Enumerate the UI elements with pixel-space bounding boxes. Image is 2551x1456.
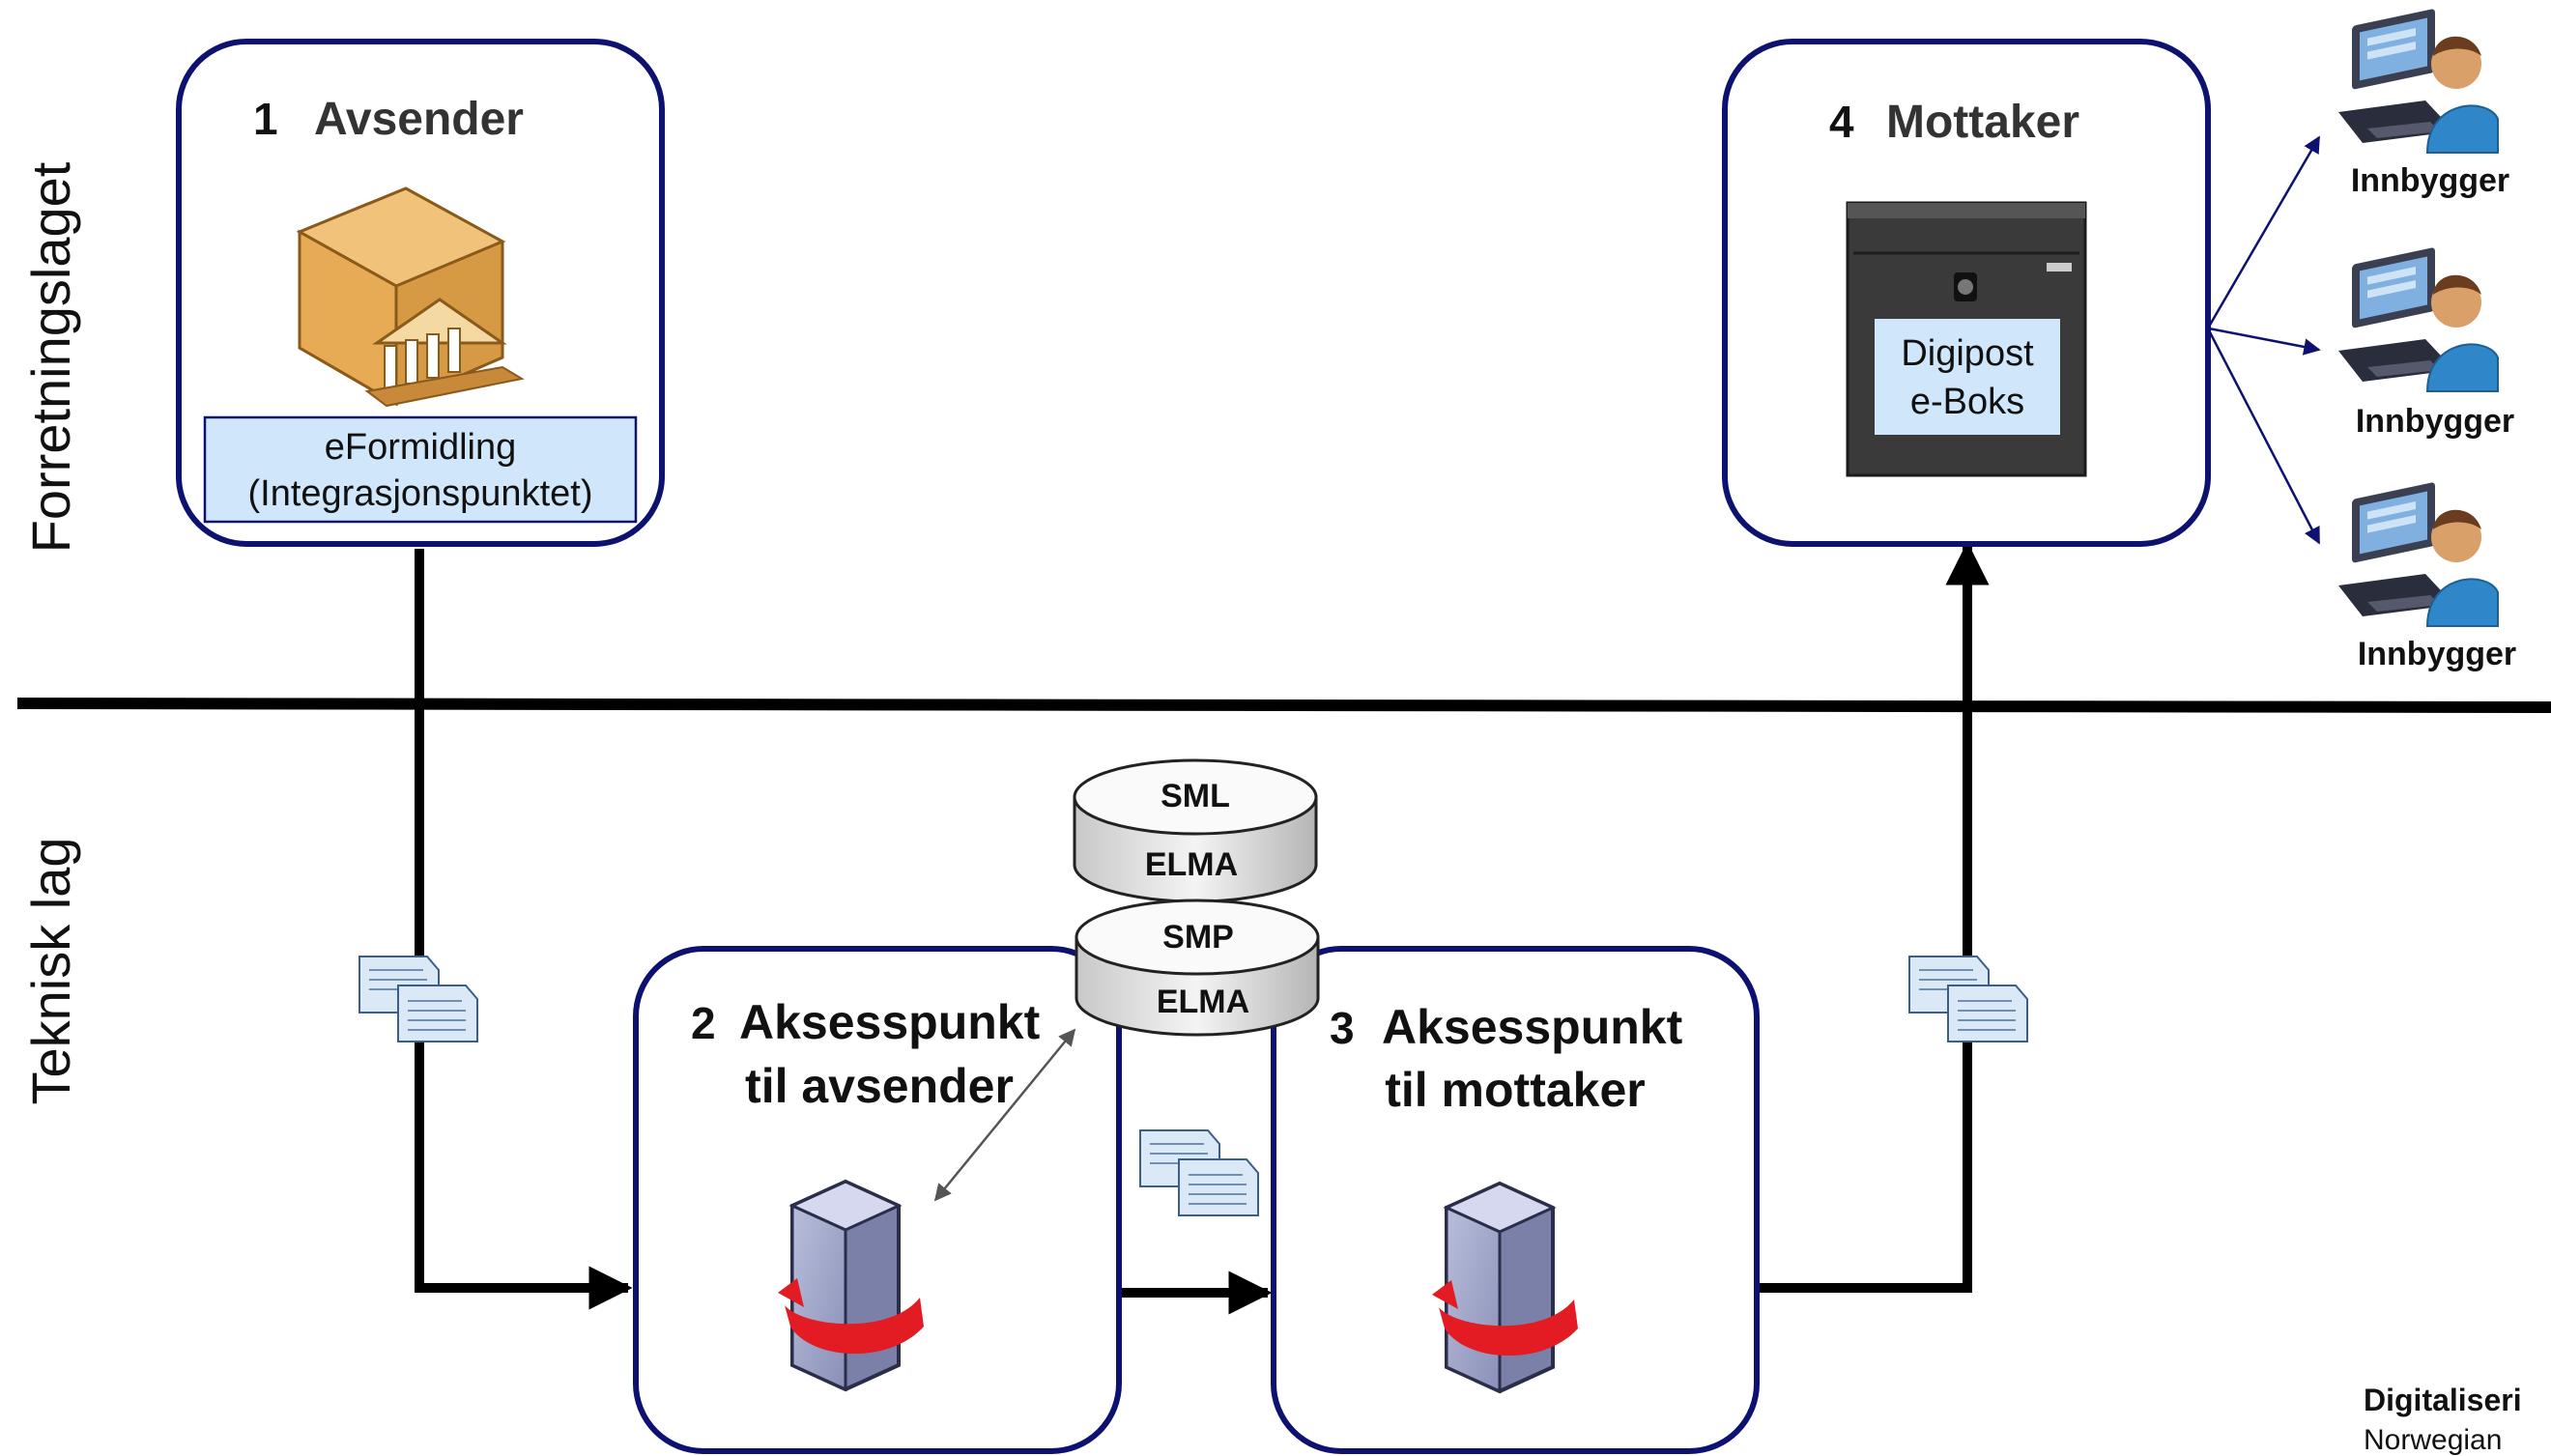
ap-sender-title: Aksesspunkt — [739, 995, 1041, 1049]
citizen-computer-icon — [2337, 245, 2499, 392]
arrow-to-citizen-1 — [2207, 135, 2321, 328]
smp-elma-label: ELMA — [1157, 984, 1249, 1020]
ap-receiver-subtitle: til mottaker — [1385, 1063, 1646, 1117]
message-documents-icon — [1139, 1129, 1259, 1216]
arrow-to-citizen-2 — [2208, 327, 2321, 356]
sml-label: SML — [1161, 778, 1230, 814]
layer-divider — [16, 698, 2551, 713]
integration-point-label: eFormidling — [325, 427, 517, 468]
ap-sender-subtitle: til avsender — [745, 1059, 1014, 1113]
citizen-label: Innbygger — [2358, 636, 2516, 672]
sml-elma-label: ELMA — [1145, 846, 1238, 883]
ap-sender-number: 2 — [691, 998, 716, 1048]
citizen-computer-icon — [2337, 480, 2499, 627]
mailbox-provider-1: Digipost — [1901, 333, 2034, 374]
sender-title: Avsender — [314, 94, 524, 145]
integration-point-box — [203, 415, 638, 524]
flow-ap3-to-receiver — [1755, 541, 1990, 1293]
lookup-arrow — [933, 1028, 1076, 1202]
sender-number: 1 — [253, 94, 278, 144]
layer-label-technical: Teknisk lag — [20, 837, 81, 1104]
message-documents-icon — [358, 956, 478, 1042]
sml-database — [1073, 758, 1318, 903]
mailbox-provider-2: e-Boks — [1910, 382, 2024, 422]
footer-logo-line2: Norwegian — [2364, 1424, 2502, 1456]
citizen-label: Innbygger — [2356, 403, 2514, 440]
citizen-label: Innbygger — [2351, 162, 2509, 199]
integration-point-sublabel: (Integrasjonspunktet) — [248, 473, 593, 514]
arrow-to-citizen-3 — [2207, 329, 2321, 545]
receiver-title: Mottaker — [1886, 97, 2079, 148]
ap-receiver-title: Aksesspunkt — [1382, 1000, 1683, 1054]
digital-mailbox-label-box — [1875, 319, 2060, 435]
footer-logo-line1: Digitaliseri — [2364, 1383, 2522, 1417]
flow-sender-to-ap2 — [415, 549, 633, 1310]
smp-label: SMP — [1162, 919, 1234, 956]
citizen-computer-icon — [2337, 7, 2499, 155]
layer-label-business: Forretningslaget — [20, 161, 81, 553]
receiver-number: 4 — [1829, 97, 1854, 147]
government-building-icon — [296, 186, 525, 408]
message-documents-icon — [1908, 956, 2028, 1042]
smp-database — [1075, 899, 1320, 1037]
ap-receiver-number: 3 — [1330, 1003, 1355, 1053]
